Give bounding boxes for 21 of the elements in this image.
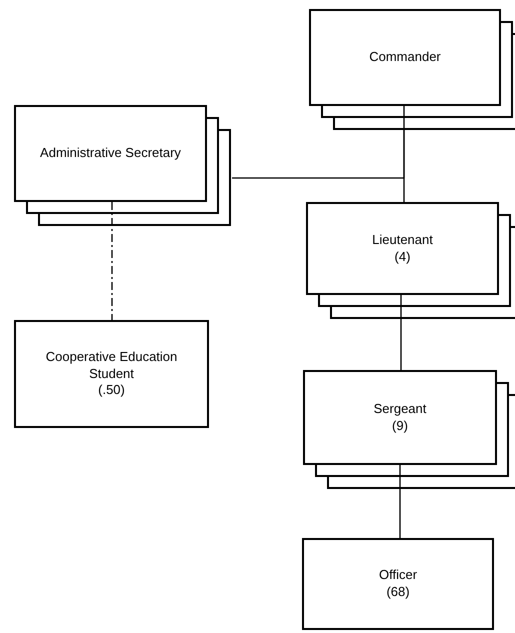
position-box <box>14 320 209 428</box>
position-title: Sergeant <box>374 400 426 418</box>
connector-line <box>400 295 402 370</box>
position-count: (4) <box>394 248 410 266</box>
position-box <box>14 105 207 202</box>
position-title: Administrative Secretary <box>40 145 181 162</box>
position-count: (9) <box>392 418 408 434</box>
connector-line <box>232 130 405 179</box>
position-box <box>303 370 497 465</box>
position-box <box>302 538 494 630</box>
connector-line <box>403 106 405 202</box>
position-box <box>309 9 501 106</box>
position-box <box>306 202 499 295</box>
position-title: Cooperative Education Student <box>44 348 178 382</box>
position-title: Officer <box>378 567 418 584</box>
position-title: Commander <box>369 49 441 66</box>
position-title: Lieutenant <box>372 232 433 248</box>
dashed-connector-line <box>111 202 113 320</box>
position-count: (68) <box>386 584 410 601</box>
position-count: (.50) <box>98 382 125 400</box>
connector-line <box>399 465 401 538</box>
